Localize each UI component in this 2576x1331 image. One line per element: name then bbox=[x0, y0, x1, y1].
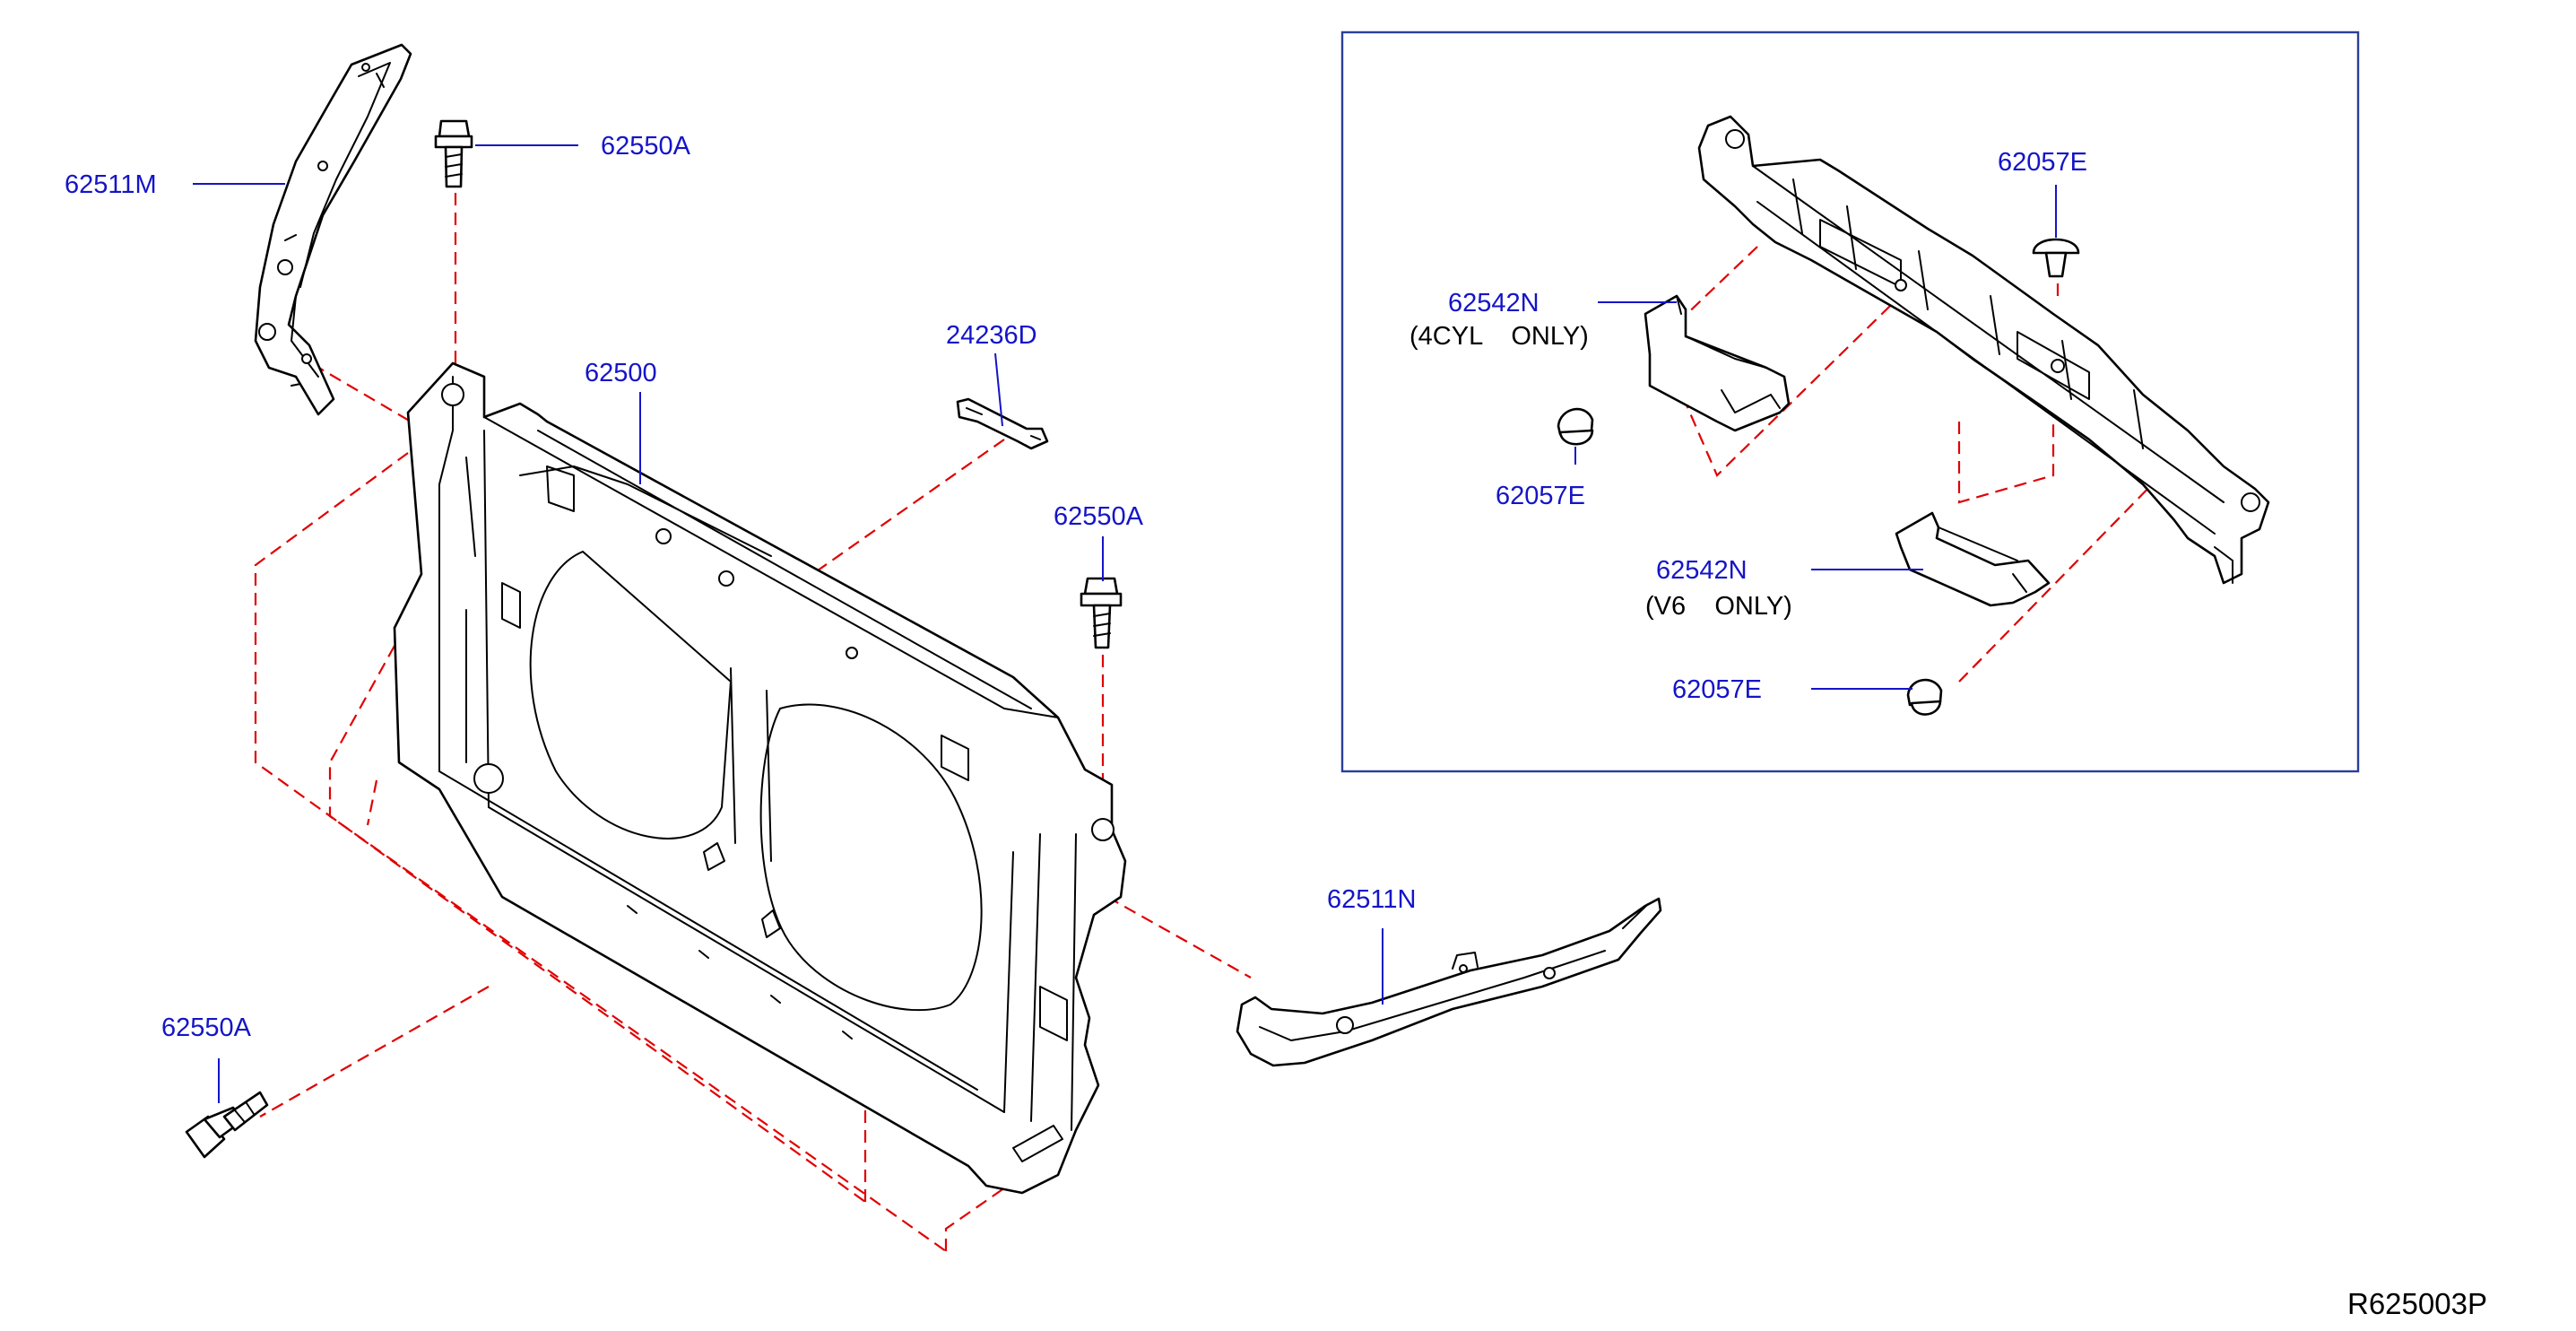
core-support-62500[interactable] bbox=[393, 361, 1127, 1195]
label-bolt-top[interactable]: 62550A bbox=[601, 132, 691, 161]
bolt-right[interactable] bbox=[1080, 577, 1123, 649]
label-62511M[interactable]: 62511M bbox=[65, 170, 157, 199]
label-62500[interactable]: 62500 bbox=[585, 359, 657, 387]
air-duct-v6[interactable] bbox=[1895, 511, 2051, 607]
air-duct-4cyl[interactable] bbox=[1644, 294, 1791, 432]
inset-clip-left[interactable] bbox=[1557, 407, 1594, 446]
note-v6-only: (V6 ONLY) bbox=[1645, 592, 1792, 621]
assembly-dash-lines bbox=[254, 193, 2162, 1252]
bolt-bottom-left[interactable] bbox=[185, 1091, 269, 1159]
upper-tie-bar[interactable] bbox=[1697, 115, 2270, 585]
note-4cyl-only: (4CYL ONLY) bbox=[1409, 322, 1589, 351]
bolt-top[interactable] bbox=[434, 119, 473, 188]
label-inset-clip-top[interactable]: 62057E bbox=[1998, 148, 2087, 177]
label-24236D[interactable]: 24236D bbox=[946, 321, 1037, 350]
label-bolt-right[interactable]: 62550A bbox=[1054, 502, 1144, 531]
inset-clip-top[interactable] bbox=[2032, 238, 2080, 278]
label-inset-clip-bottom[interactable]: 62057E bbox=[1672, 675, 1762, 704]
bracket-62511N[interactable] bbox=[1236, 897, 1662, 1067]
label-62511N[interactable]: 62511N bbox=[1327, 885, 1416, 914]
label-inset-duct-4cyl[interactable]: 62542N bbox=[1448, 289, 1540, 318]
reference-code: R625003P bbox=[2347, 1287, 2487, 1320]
label-inset-duct-v6[interactable]: 62542N bbox=[1656, 556, 1748, 585]
bracket-62511M[interactable] bbox=[254, 43, 412, 416]
label-bolt-bottom-left[interactable]: 62550A bbox=[161, 1013, 252, 1042]
leader-lines bbox=[193, 144, 2057, 1103]
label-inset-clip-left[interactable]: 62057E bbox=[1496, 482, 1585, 510]
inset-clip-bottom[interactable] bbox=[1906, 678, 1943, 716]
inset-frame bbox=[1340, 30, 2360, 773]
